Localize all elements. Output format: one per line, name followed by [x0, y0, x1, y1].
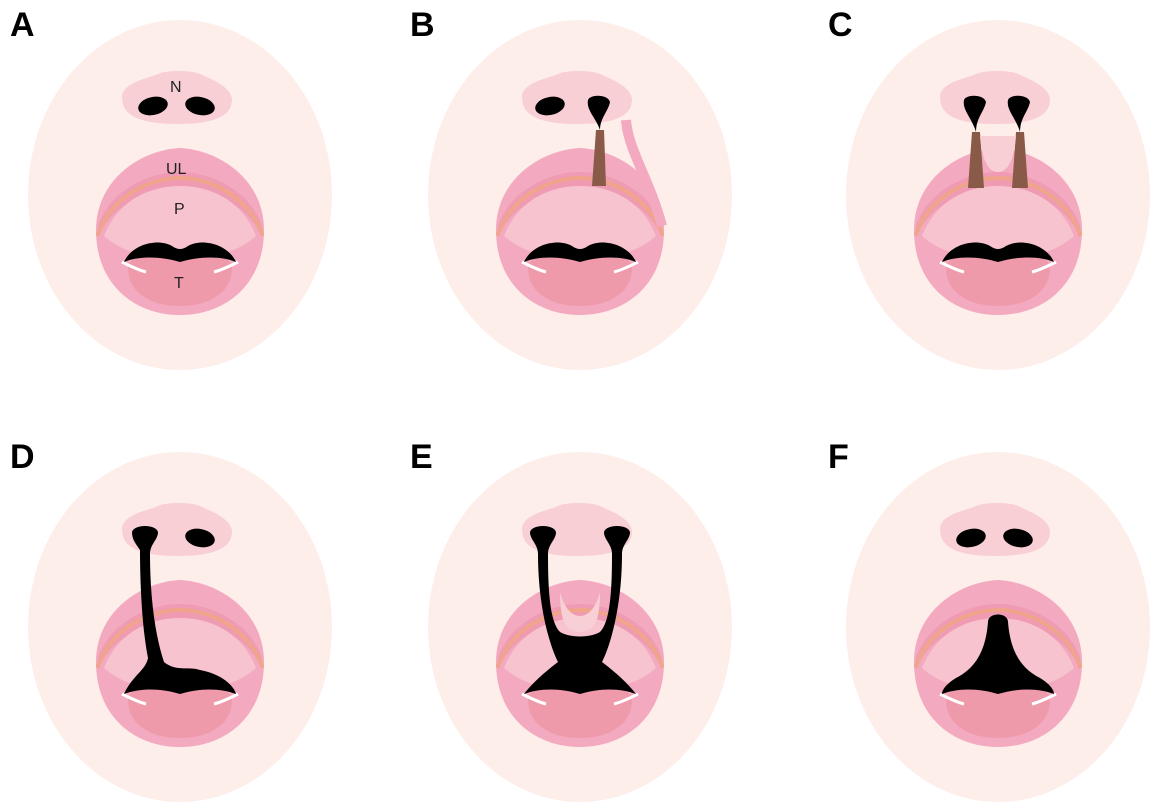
label-nose: N: [170, 79, 182, 96]
panel-letter: E: [410, 438, 433, 476]
panel-d: D: [10, 438, 332, 802]
panel-c: C: [828, 6, 1150, 370]
panel-b: B: [410, 6, 732, 370]
panel-letter: D: [10, 438, 35, 476]
label-tongue: T: [174, 275, 184, 292]
panel-e: E: [410, 438, 732, 802]
label-palate: P: [174, 201, 185, 218]
panel-letter: B: [410, 6, 435, 44]
label-upper-lip: UL: [166, 161, 187, 178]
panel-a: A N UL P T: [10, 6, 332, 370]
panel-f: F: [828, 438, 1150, 802]
panel-letter: F: [828, 438, 849, 476]
panel-letter: A: [10, 6, 35, 44]
panel-letter: C: [828, 6, 853, 44]
